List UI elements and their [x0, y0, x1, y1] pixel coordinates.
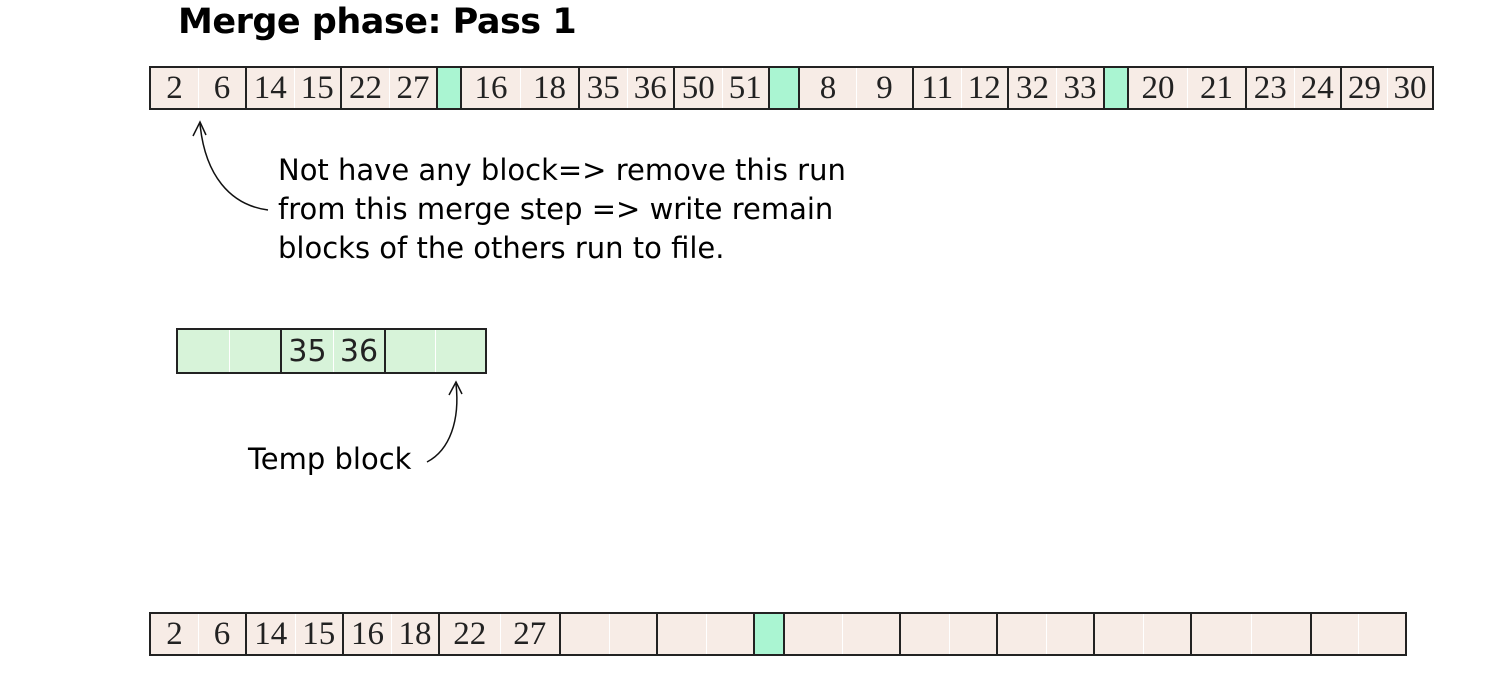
- run-separator: [753, 612, 783, 656]
- note-line: blocks of the others run to file.: [278, 231, 725, 265]
- run-separator: [1103, 66, 1127, 110]
- block-cell: 14: [253, 69, 287, 106]
- block-cell: [435, 330, 485, 372]
- block-cell: 35: [288, 333, 327, 369]
- block-cell: 36: [626, 68, 674, 108]
- note-arrow: [199, 123, 269, 211]
- block-cell: [1358, 614, 1405, 654]
- block-cell: 16: [351, 615, 384, 652]
- block-cell: 33: [1056, 68, 1103, 108]
- block-cell: 2: [166, 615, 183, 652]
- block-cell: 20: [1141, 69, 1175, 106]
- block-cell: 14: [254, 615, 288, 652]
- data-block: [559, 612, 656, 656]
- block-cell: [1251, 614, 1310, 654]
- note-line: from this merge step => write remain: [278, 192, 834, 226]
- data-block: [1093, 612, 1190, 656]
- block-cell: [608, 614, 657, 654]
- block-cell: [1045, 614, 1094, 654]
- block-cell: 24: [1293, 68, 1341, 108]
- temp-label: Temp block: [248, 442, 412, 476]
- block-cell: 6: [198, 68, 245, 108]
- block-cell: 35: [586, 69, 620, 106]
- block-cell: 18: [520, 68, 578, 108]
- block-cell: [705, 614, 754, 654]
- block-cell: 6: [198, 614, 245, 654]
- block-cell: 22: [349, 69, 382, 106]
- block-cell: 2: [166, 69, 183, 106]
- block-cell: 15: [293, 68, 341, 108]
- block-cell: [842, 614, 899, 654]
- data-block: [656, 612, 753, 656]
- block-cell: 27: [499, 614, 560, 654]
- block-cell: 8: [819, 69, 837, 106]
- note-text: Not have any block=> remove this run fro…: [278, 151, 846, 268]
- note-arrowhead: [192, 120, 207, 137]
- block-cell: 15: [294, 614, 343, 654]
- data-block: [899, 612, 996, 656]
- block-cell: [948, 614, 997, 654]
- block-cell: 27: [389, 68, 436, 108]
- block-cell: 22: [453, 615, 487, 652]
- page-title: Merge phase: Pass 1: [178, 2, 577, 42]
- block-cell: 29: [1347, 69, 1381, 106]
- block-cell: 32: [1016, 69, 1049, 106]
- block-cell: 11: [921, 69, 954, 106]
- run-separator: [436, 66, 460, 110]
- block-cell: [1142, 614, 1191, 654]
- block-cell: 51: [721, 68, 769, 108]
- block-cell: 9: [856, 68, 912, 108]
- data-block: [1310, 612, 1407, 656]
- block-cell: 30: [1386, 68, 1432, 108]
- block-cell: 50: [681, 69, 715, 106]
- data-block: [384, 328, 487, 374]
- block-cell: 36: [333, 330, 384, 372]
- run-separator: [768, 66, 798, 110]
- block-cell: 18: [391, 614, 438, 654]
- block-cell: 23: [1253, 69, 1287, 106]
- block-cell: 12: [960, 68, 1008, 108]
- block-cell: 16: [474, 69, 508, 106]
- block-cell: 21: [1187, 68, 1245, 108]
- data-block: [783, 612, 899, 656]
- temp-arrowhead: [448, 380, 463, 396]
- temp-arrow: [426, 383, 458, 463]
- block-cell: [229, 330, 280, 372]
- data-block: [176, 328, 280, 374]
- data-block: 22 27: [438, 612, 559, 656]
- data-block: [996, 612, 1093, 656]
- data-block: [1190, 612, 1310, 656]
- note-line: Not have any block=> remove this run: [278, 153, 846, 187]
